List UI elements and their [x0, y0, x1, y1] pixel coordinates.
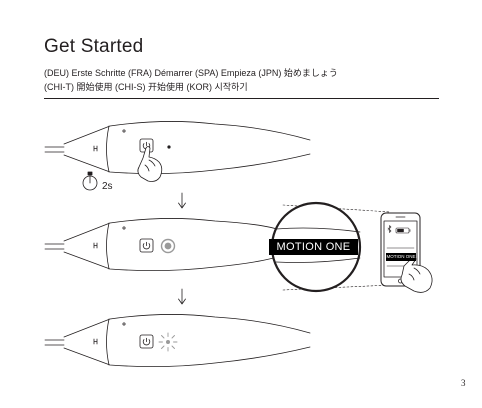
earpiece-step-3: [45, 314, 310, 366]
page-number: 3: [461, 378, 466, 388]
stopwatch-icon: [83, 172, 97, 190]
down-arrow-icon: [179, 193, 186, 208]
led-pulsing: [162, 240, 175, 253]
earpiece-step-1: [45, 121, 310, 173]
earpiece-step-2: [45, 218, 283, 270]
display-label: MOTION ONE: [269, 239, 358, 255]
power-icon: [143, 242, 150, 249]
power-button-step-3: [140, 335, 153, 348]
down-arrow-icon: [179, 289, 186, 304]
press-duration: 2s: [102, 181, 113, 192]
led-indicator-off: [168, 146, 170, 148]
phone-device-name: MOTION ONE: [386, 253, 416, 261]
power-button-step-2: [140, 239, 153, 252]
power-icon: [143, 338, 150, 345]
led-blinking: [159, 333, 177, 351]
